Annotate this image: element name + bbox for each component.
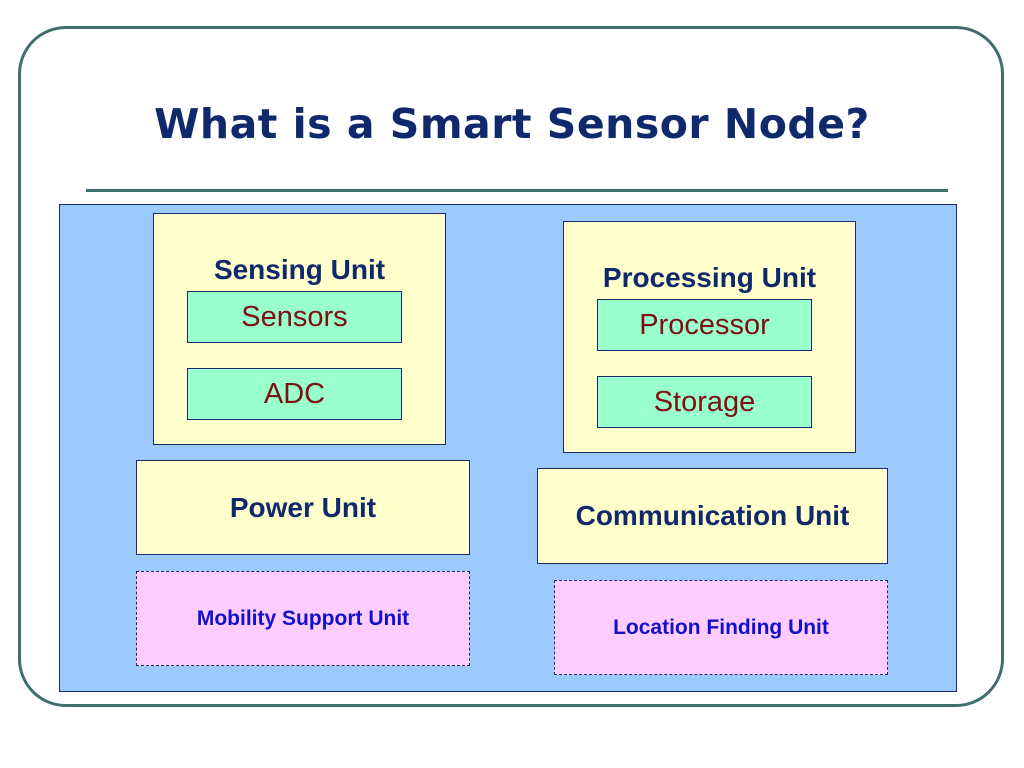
location-finding-unit-box: Location Finding Unit [554, 580, 888, 675]
mobility-support-unit-label: Mobility Support Unit [196, 606, 410, 630]
location-finding-unit-label: Location Finding Unit [613, 615, 829, 639]
sensor-node-panel: Sensing Unit Sensors ADC Processing Unit… [59, 204, 957, 692]
processor-component: Processor [597, 299, 812, 351]
power-unit-box: Power Unit [136, 460, 470, 555]
communication-unit-box: Communication Unit [537, 468, 888, 564]
slide-title: What is a Smart Sensor Node? [154, 100, 870, 148]
storage-component: Storage [597, 376, 812, 428]
mobility-support-unit-box: Mobility Support Unit [136, 571, 470, 666]
adc-component: ADC [187, 368, 402, 420]
sensing-unit-box: Sensing Unit Sensors ADC [153, 213, 446, 445]
title-divider [86, 189, 948, 192]
power-unit-label: Power Unit [229, 491, 377, 523]
processing-unit-label: Processing Unit [602, 262, 817, 293]
sensing-unit-label: Sensing Unit [213, 254, 386, 285]
sensors-component: Sensors [187, 291, 402, 343]
communication-unit-label: Communication Unit [575, 500, 850, 531]
processing-unit-box: Processing Unit Processor Storage [563, 221, 856, 453]
